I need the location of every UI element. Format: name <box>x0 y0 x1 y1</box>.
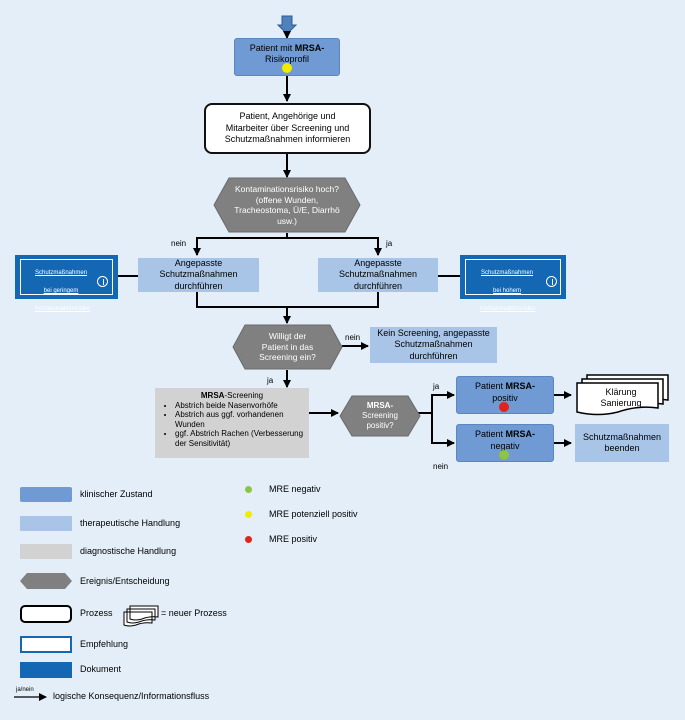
document-frame <box>465 259 561 295</box>
document-high-risk-text[interactable]: Schutzmaßnahmen bei hohem Kontaminations… <box>480 270 536 312</box>
label-risk-no: nein <box>171 239 187 248</box>
text-negative-2: negativ <box>490 440 520 451</box>
arrow-risk-no <box>193 233 288 256</box>
document-high-risk-link[interactable]: Schutzmaßnahmen bei hohem Kontaminations… <box>480 261 536 315</box>
text-patient-risk-bold: MRSA- <box>294 42 325 53</box>
decision-screening-rest: Screening positiv? <box>361 411 399 430</box>
node-clarify: Klärung Sanierung <box>600 386 642 409</box>
arrow-screen-no <box>431 413 455 447</box>
status-dot-red <box>499 402 509 412</box>
document-low-risk-link[interactable]: Schutzmaßnahmen bei geringem Kontaminati… <box>35 261 91 315</box>
node-screening: MRSA-Screening Abstrich beide Nasenvorhö… <box>155 388 309 458</box>
legend-diagnostic-label: diagnostische Handlung <box>80 546 177 556</box>
legend-dot-green <box>245 486 252 493</box>
node-adapt-left: Angepasste Schutzmaßnahmen durchführen <box>138 258 259 292</box>
screening-title: MRSA-Screening <box>159 391 305 401</box>
status-dot-yellow <box>282 63 292 73</box>
legend-new-process-label: = neuer Prozess <box>161 608 227 618</box>
legend-dot-red <box>245 536 252 543</box>
line-merge <box>196 292 379 308</box>
document-low-risk[interactable]: Schutzmaßnahmen bei geringem Kontaminati… <box>15 255 118 312</box>
decision-screening-bold: MRSA- <box>366 401 394 410</box>
decision-consent-shape <box>232 324 343 370</box>
legend-document-swatch <box>20 662 72 678</box>
text-negative-1: Patient <box>474 429 506 439</box>
legend-event-label: Ereignis/Entscheidung <box>80 576 170 586</box>
text-positive-bold: MRSA- <box>505 381 536 391</box>
legend-document-label: Dokument <box>80 664 122 674</box>
screening-item: ggf. Abstrich Rachen (Verbesserung der S… <box>175 429 305 448</box>
legend-dot-yellow <box>245 511 252 518</box>
arrow-screen-yes <box>418 391 455 414</box>
info-circle-icon <box>97 276 108 287</box>
decision-risk-shape <box>213 177 361 233</box>
node-patient-negative: Patient MRSA- negativ <box>456 424 554 462</box>
legend-new-process-shape <box>123 605 159 627</box>
document-frame <box>20 259 113 295</box>
text-positive-2: positiv <box>492 392 518 403</box>
node-adapt-right: Angepasste Schutzmaßnahmen durchführen <box>318 258 438 292</box>
legend-clinical-label: klinischer Zustand <box>80 489 153 499</box>
legend-mre-negative: MRE negativ <box>269 484 321 494</box>
legend-recommendation-swatch <box>20 636 72 653</box>
decision-risk-text: Kontaminationsrisiko hoch? (offene Wunde… <box>234 184 340 226</box>
label-consent-no: nein <box>345 333 361 342</box>
decision-screening-text: MRSA- Screening positiv? <box>352 398 408 434</box>
legend-mre-positive: MRE positiv <box>269 534 318 544</box>
legend-arrow-text: logische Konsequenz/Informationsfluss <box>53 691 210 701</box>
text-patient-risk-1: Patient mit <box>249 42 295 53</box>
legend-event-shape <box>20 573 72 589</box>
legend-arrow-label: ja/nein <box>16 687 34 693</box>
arrow-risk-yes <box>287 237 382 256</box>
legend-clinical-swatch <box>20 487 72 502</box>
screening-title-rest: -Screening <box>224 391 264 400</box>
status-dot-green <box>499 450 509 460</box>
legend-process-label: Prozess <box>80 608 113 618</box>
legend-recommendation-label: Empfehlung <box>80 639 129 649</box>
label-risk-yes: ja <box>386 239 393 248</box>
document-high-risk[interactable]: Schutzmaßnahmen bei hohem Kontaminations… <box>460 255 566 312</box>
node-no-screening: Kein Screening, angepasste Schutzmaßnahm… <box>370 327 497 363</box>
text-patient-risk-2: Risikoprofil <box>264 54 309 64</box>
legend-therapeutic-swatch <box>20 516 72 531</box>
text-positive-1: Patient <box>474 381 506 391</box>
screening-item: Abstrich aus ggf. vorhandenen Wunden <box>175 410 305 429</box>
legend-therapeutic-label: therapeutische Handlung <box>80 518 181 528</box>
document-low-risk-text[interactable]: Schutzmaßnahmen bei geringem Kontaminati… <box>35 270 91 312</box>
label-screen-no: nein <box>433 462 449 471</box>
text-negative-bold: MRSA- <box>505 429 536 439</box>
legend-diagnostic-swatch <box>20 544 72 559</box>
info-circle-icon <box>546 276 557 287</box>
label-consent-yes: ja <box>267 376 274 385</box>
start-arrow-icon <box>276 15 298 35</box>
screening-title-bold: MRSA <box>200 391 225 400</box>
decision-screening-shape <box>339 395 421 437</box>
legend-mre-potential: MRE potenziell positiv <box>269 509 358 519</box>
node-end-measures: Schutzmaßnahmen beenden <box>575 424 669 462</box>
decision-consent-text: Willigt der Patient in das Screening ein… <box>259 331 316 363</box>
screening-list: Abstrich beide Nasenvorhöfe Abstrich aus… <box>159 401 305 449</box>
new-process-stack-shape <box>576 374 669 416</box>
node-inform-process: Patient, Angehörige und Mitarbeiter über… <box>204 103 371 154</box>
label-screen-yes: ja <box>433 382 440 391</box>
legend-process-swatch <box>20 605 72 623</box>
screening-item: Abstrich beide Nasenvorhöfe <box>175 401 305 411</box>
